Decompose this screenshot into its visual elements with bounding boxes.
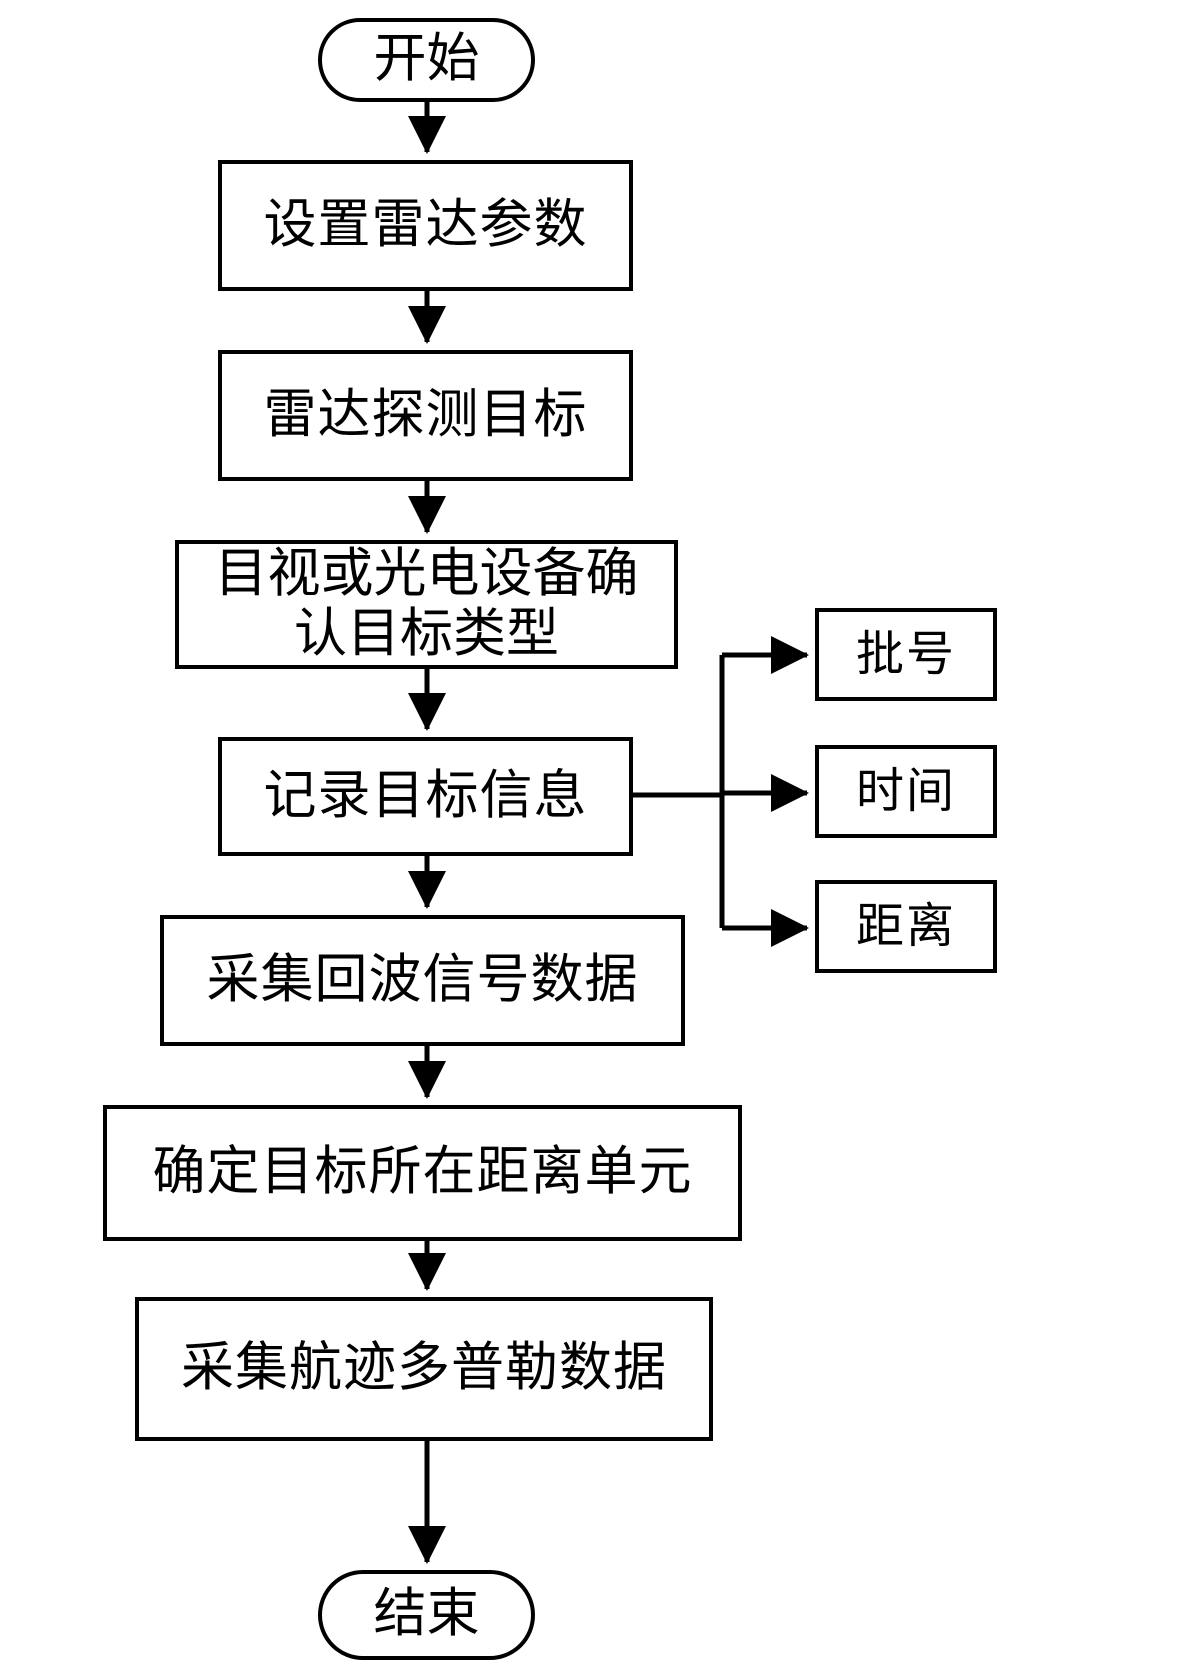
node-batch-number[interactable]: 批号 xyxy=(815,608,997,701)
node-record-target-info[interactable]: 记录目标信息 xyxy=(218,737,633,856)
node-time[interactable]: 时间 xyxy=(815,745,997,838)
node-end[interactable]: 结束 xyxy=(318,1570,535,1660)
node-set-radar-params[interactable]: 设置雷达参数 xyxy=(218,160,633,291)
node-set-radar-params-label: 设置雷达参数 xyxy=(263,195,588,254)
node-range[interactable]: 距离 xyxy=(815,880,997,973)
node-collect-echo-data[interactable]: 采集回波信号数据 xyxy=(160,915,685,1046)
node-confirm-target-type-label: 目视或光电设备确 认目标类型 xyxy=(214,545,639,663)
node-batch-number-label: 批号 xyxy=(855,627,956,681)
node-record-target-info-label: 记录目标信息 xyxy=(263,766,588,825)
node-collect-track-doppler[interactable]: 采集航迹多普勒数据 xyxy=(135,1297,713,1441)
node-confirm-target-type[interactable]: 目视或光电设备确 认目标类型 xyxy=(175,540,678,669)
node-collect-echo-data-label: 采集回波信号数据 xyxy=(206,950,639,1009)
node-end-label: 结束 xyxy=(373,1585,480,1644)
node-start-label: 开始 xyxy=(373,30,480,89)
edge-record-target-info-branch-bus xyxy=(633,655,725,928)
node-collect-track-doppler-label: 采集航迹多普勒数据 xyxy=(181,1339,667,1398)
node-radar-detect-target[interactable]: 雷达探测目标 xyxy=(218,350,633,481)
node-time-label: 时间 xyxy=(855,764,956,818)
node-determine-range-cell[interactable]: 确定目标所在距离单元 xyxy=(103,1105,742,1241)
node-range-label: 距离 xyxy=(855,899,956,953)
node-start[interactable]: 开始 xyxy=(318,18,535,102)
node-determine-range-cell-label: 确定目标所在距离单元 xyxy=(152,1143,693,1202)
node-radar-detect-target-label: 雷达探测目标 xyxy=(263,385,588,444)
